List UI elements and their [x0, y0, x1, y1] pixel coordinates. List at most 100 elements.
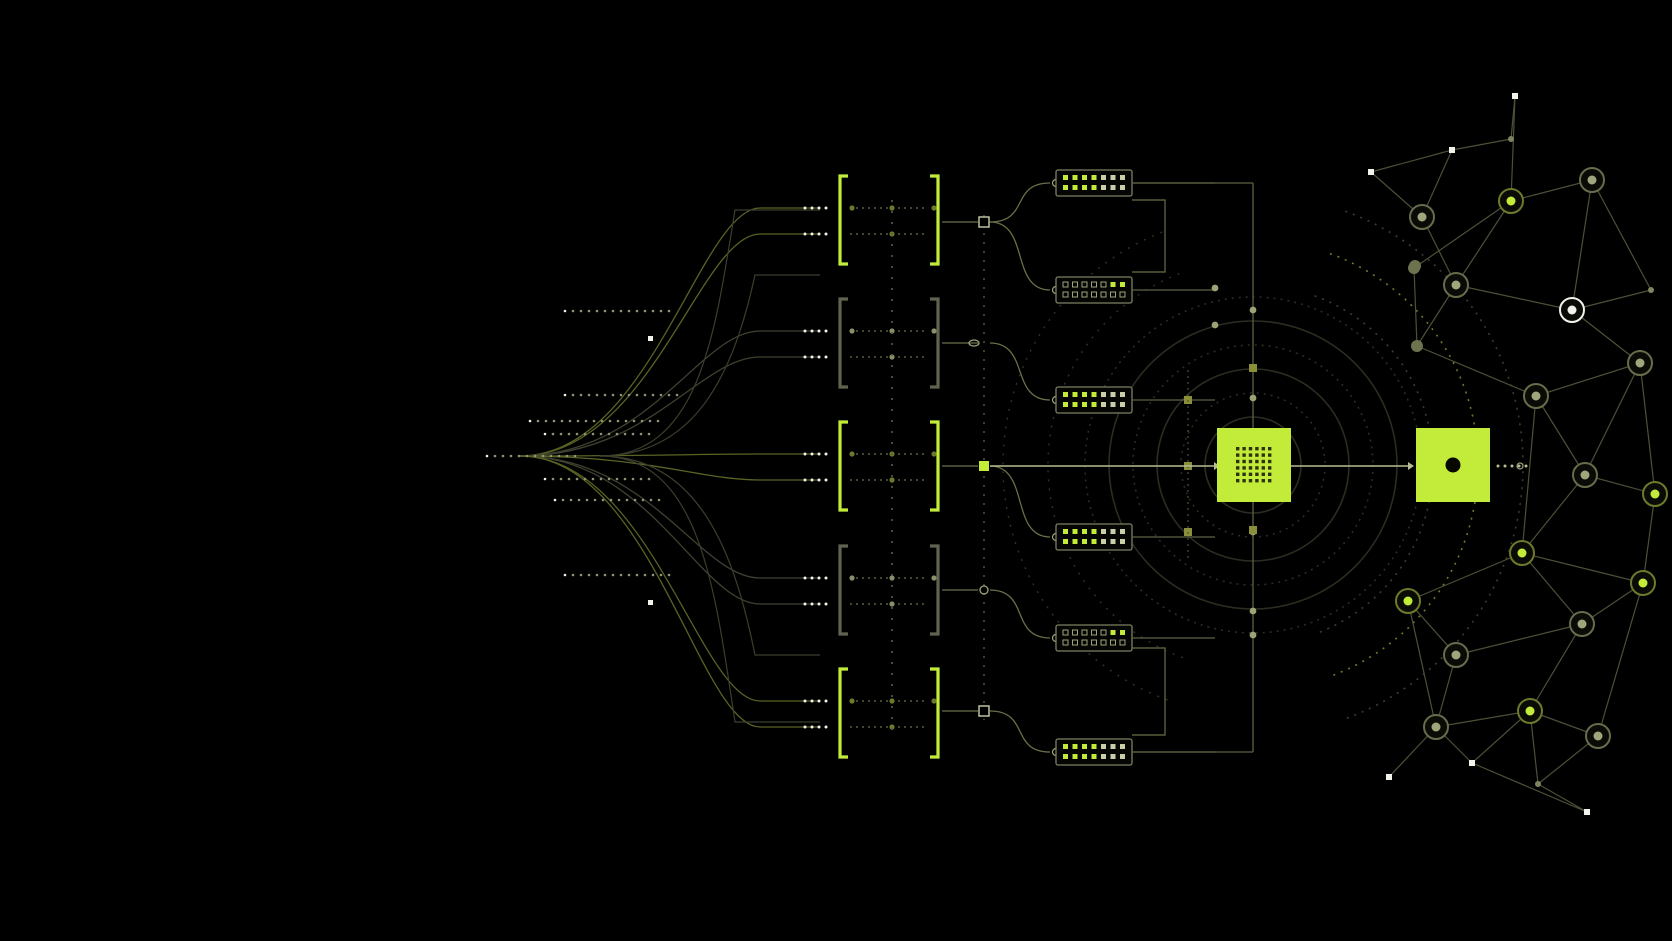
register-cell [1063, 539, 1068, 544]
network-edge [1407, 600, 1437, 728]
chip-grid-icon [1236, 447, 1272, 483]
input-dot [656, 419, 660, 423]
chip-pin [1255, 447, 1259, 451]
chip-pin [1242, 466, 1246, 470]
register-cell [1100, 629, 1107, 636]
register-cell [1119, 639, 1126, 646]
bracket-node [931, 698, 937, 704]
register-cell [1063, 392, 1068, 397]
input-dot [643, 393, 647, 397]
trail-dot [1524, 464, 1528, 468]
input-dot [627, 309, 631, 313]
loop-wire [599, 455, 820, 656]
register-cell [1119, 291, 1126, 298]
input-dot [675, 393, 679, 397]
lead-dot [817, 699, 821, 703]
chip-pin [1261, 453, 1265, 457]
register-cell [1072, 744, 1078, 749]
register-cell [1081, 281, 1088, 288]
network-edge [1571, 179, 1593, 311]
input-dot [611, 309, 615, 313]
routing-bus [942, 215, 990, 720]
bracket-node [931, 451, 937, 457]
register-cell [1063, 402, 1068, 407]
register-cell [1082, 529, 1087, 534]
bracket-node [931, 205, 937, 211]
junction-ring [979, 585, 989, 595]
junction-oval [968, 339, 980, 347]
network-edge [1591, 179, 1652, 291]
bracket-node [849, 205, 855, 211]
input-dot [543, 477, 547, 481]
input-dot [648, 419, 652, 423]
input-dot [587, 309, 591, 313]
input-dot [615, 432, 619, 436]
lead-dot [824, 452, 828, 456]
input-dot [583, 477, 587, 481]
register-cell [1072, 185, 1078, 190]
input-dot [563, 309, 567, 313]
register-cell [1072, 539, 1078, 544]
input-dot [639, 477, 643, 481]
collector-square [1249, 364, 1257, 372]
input-dot [619, 393, 623, 397]
bracket-node [889, 724, 895, 730]
chip-pin [1236, 459, 1240, 464]
bracket-node [849, 328, 855, 334]
input-signal-dots [485, 206, 828, 729]
network-node-white [1512, 93, 1518, 99]
chip-pin [1255, 466, 1259, 470]
left-bracket [838, 420, 848, 512]
register-cell [1091, 392, 1097, 397]
input-dot [579, 309, 583, 313]
network-edge [1584, 362, 1641, 476]
bracket-node [889, 477, 895, 483]
input-dot [567, 477, 571, 481]
input-dot [609, 498, 613, 502]
register-cell [1101, 185, 1106, 190]
loop-wire [599, 455, 820, 723]
network-edge [1451, 138, 1512, 151]
input-dot [667, 393, 671, 397]
chip-pin [1261, 447, 1265, 451]
input-wire [519, 453, 820, 457]
junction-square [978, 705, 990, 717]
input-dot [541, 454, 545, 458]
network-node-core [1593, 731, 1603, 741]
input-dot [619, 309, 623, 313]
input-dot [600, 419, 604, 423]
register-cell [1081, 629, 1088, 636]
input-dot [607, 432, 611, 436]
network-node [1409, 260, 1421, 272]
chip-pin [1261, 479, 1265, 483]
input-wire [519, 455, 820, 702]
register-cell [1082, 744, 1087, 749]
input-dot [567, 432, 571, 436]
input-dot [627, 573, 631, 577]
register-cell [1100, 639, 1107, 646]
lead-dot [824, 725, 828, 729]
bracket-node [849, 451, 855, 457]
register-cell [1091, 639, 1097, 646]
lead-dot [824, 232, 828, 236]
register-cell [1110, 185, 1116, 190]
input-square [648, 336, 653, 341]
input-dot [633, 498, 637, 502]
network-edge [1416, 345, 1537, 397]
input-dot [635, 573, 639, 577]
input-wire [519, 455, 820, 481]
network-node-core [1531, 391, 1541, 401]
chip-pin [1236, 447, 1240, 451]
input-dot [571, 309, 575, 313]
chip-pin [1236, 466, 1240, 470]
network-edge [1370, 149, 1453, 173]
bracket-node [889, 354, 895, 360]
lead-dot [810, 329, 814, 333]
input-dot [568, 419, 572, 423]
bracket-node [931, 328, 937, 334]
network-edge [1571, 309, 1641, 364]
chip-pin [1242, 453, 1246, 457]
register-cell [1091, 529, 1097, 534]
input-dot [571, 573, 575, 577]
